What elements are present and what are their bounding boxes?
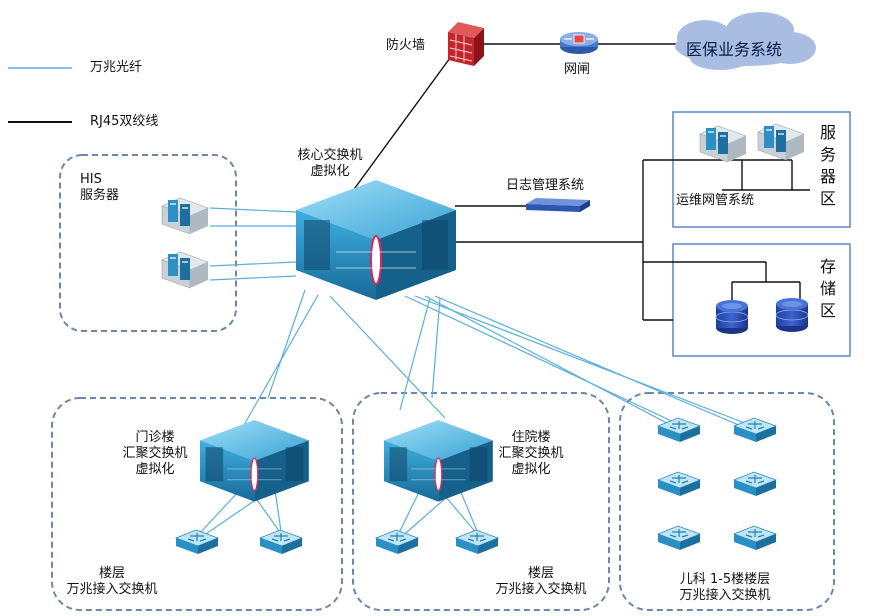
server-zone-box — [672, 111, 851, 228]
pediatric-access-label: 儿科 1-5楼楼层 万兆接入交换机 — [660, 572, 790, 604]
access-switch-icon — [733, 525, 777, 551]
outpatient-access-label: 楼层 万兆接入交换机 — [62, 566, 162, 598]
his-label-line2: 服务器 — [80, 188, 120, 203]
inpatient-agg-label: 住院楼 汇聚交换机 虚拟化 — [486, 430, 576, 478]
core-switch-label: 核心交换机 虚拟化 — [285, 148, 375, 180]
core-switch-icon — [199, 419, 310, 503]
inpatient-access-label-line1: 楼层 — [527, 566, 554, 581]
gateway-label: 网闸 — [564, 62, 591, 77]
outpatient-access-label-line2: 万兆接入交换机 — [66, 582, 158, 597]
access-switch-icon — [657, 471, 701, 497]
outpatient-agg-label: 门诊楼 汇聚交换机 虚拟化 — [110, 430, 200, 478]
storage-icon — [715, 299, 749, 335]
access-switch-icon — [259, 529, 303, 555]
access-switch-icon — [657, 525, 701, 551]
outpatient-agg-label-line2: 汇聚交换机 — [122, 446, 188, 461]
inpatient-agg-label-line1: 住院楼 — [511, 430, 551, 445]
legend-fiber-label: 万兆光纤 — [90, 60, 143, 75]
storage-zone-label: 存 储 区 — [820, 257, 837, 320]
storage-icon — [775, 297, 809, 333]
core-switch-icon — [295, 179, 457, 301]
access-switch-icon — [455, 529, 499, 555]
pediatric-zone-boundary — [619, 392, 835, 611]
outpatient-zone-boundary — [51, 397, 343, 611]
cloud-icon — [675, 12, 816, 70]
firewall-icon — [448, 22, 484, 66]
access-switch-icon — [375, 529, 419, 555]
outpatient-agg-label-line3: 虚拟化 — [135, 462, 175, 477]
log-appliance-icon — [526, 198, 590, 212]
server-icon — [699, 125, 747, 163]
access-switch-icon — [175, 529, 219, 555]
outpatient-agg-label-line1: 门诊楼 — [135, 430, 175, 445]
server-icon — [161, 197, 209, 235]
fiber-links — [197, 207, 756, 539]
server-icon — [161, 251, 209, 289]
core-switch-label-line1: 核心交换机 — [297, 148, 363, 163]
core-switch-label-line2: 虚拟化 — [310, 164, 350, 179]
legend-rj45-label: RJ45双绞线 — [90, 114, 159, 129]
inpatient-agg-label-line3: 虚拟化 — [511, 462, 551, 477]
server-zone-label: 服 务 器 区 — [820, 123, 837, 208]
cloud-label: 医保业务系统 — [686, 40, 783, 59]
inpatient-access-label-line2: 万兆接入交换机 — [495, 582, 587, 597]
inpatient-agg-label-line2: 汇聚交换机 — [498, 446, 564, 461]
pediatric-access-label-line1: 儿科 1-5楼楼层 — [679, 572, 771, 587]
core-switch-icon — [383, 419, 494, 503]
his-zone-boundary — [59, 154, 237, 332]
pediatric-access-label-line2: 万兆接入交换机 — [679, 588, 771, 603]
inpatient-access-label: 楼层 万兆接入交换机 — [486, 566, 596, 598]
storage-zone-box — [672, 243, 851, 357]
server-icon — [757, 123, 805, 161]
ops-mgmt-label: 运维网管系统 — [676, 193, 755, 208]
inpatient-zone-boundary — [352, 392, 610, 611]
access-switch-icon — [733, 471, 777, 497]
his-label: HIS 服务器 — [80, 172, 119, 204]
firewall-label: 防火墙 — [386, 38, 426, 53]
outpatient-access-label-line1: 楼层 — [98, 566, 125, 581]
rj45-links — [351, 43, 810, 321]
his-label-line1: HIS — [80, 172, 102, 187]
gateway-icon — [560, 32, 598, 54]
log-mgmt-label: 日志管理系统 — [506, 178, 585, 193]
